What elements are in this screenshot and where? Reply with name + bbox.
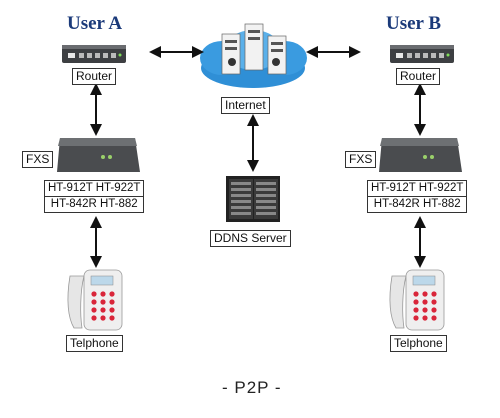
router-a-icon — [62, 45, 126, 63]
ddns-server-icon — [226, 176, 280, 222]
fxs-a-label: FXS — [22, 151, 54, 168]
internet-cloud-icon — [200, 23, 307, 88]
p2p-caption: - P2P - — [222, 378, 282, 397]
user-a-title: User A — [67, 13, 123, 34]
telephone-a-label: Telphone — [66, 335, 123, 352]
router-b-label: Router — [396, 68, 441, 85]
models-b-box: HT-912T HT-922T HT-842R HT-882 — [367, 180, 468, 213]
router-a-label: Router — [72, 68, 117, 85]
telephone-b-label: Telphone — [390, 335, 447, 352]
models-b-line1: HT-912T HT-922T — [367, 180, 468, 196]
internet-label: Internet — [221, 97, 270, 114]
ddns-server-label: DDNS Server — [210, 230, 291, 247]
fxs-device-b-icon — [379, 138, 462, 172]
fxs-device-a-icon — [57, 138, 140, 172]
fxs-b-label: FXS — [345, 151, 377, 168]
telephone-b-icon — [389, 269, 445, 331]
router-b-icon — [390, 45, 454, 63]
models-a-line1: HT-912T HT-922T — [44, 180, 145, 196]
user-b-title: User B — [386, 13, 442, 34]
telephone-a-icon — [67, 269, 123, 331]
models-a-line2: HT-842R HT-882 — [44, 196, 145, 213]
models-a-box: HT-912T HT-922T HT-842R HT-882 — [44, 180, 145, 213]
models-b-line2: HT-842R HT-882 — [367, 196, 468, 213]
